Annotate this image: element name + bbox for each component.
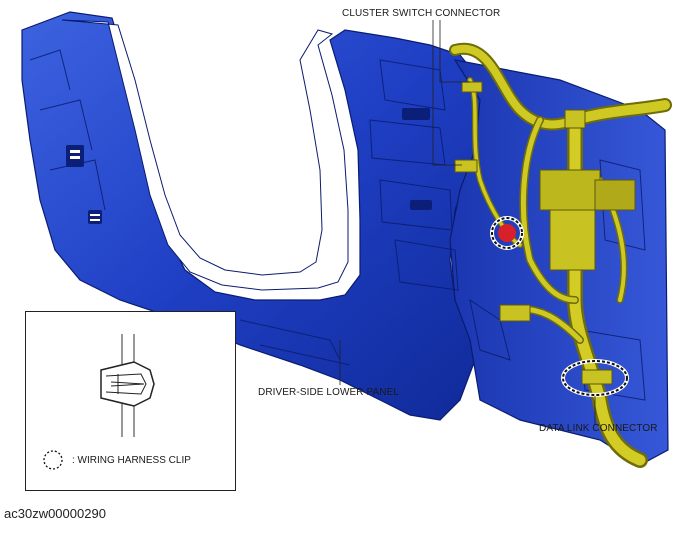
inset-legend-text: : WIRING HARNESS CLIP (72, 455, 191, 466)
clip-detail-inset (25, 311, 236, 491)
leader-lines (339, 20, 596, 425)
harness-blocks (454, 81, 636, 385)
clip-red (498, 224, 516, 242)
figure-code: ac30zw00000290 (4, 506, 106, 521)
clip-ring (491, 217, 523, 249)
label-cluster-switch-connector: CLUSTER SWITCH CONNECTOR (342, 8, 501, 19)
label-data-link-connector: DATA LINK CONNECTOR (539, 423, 658, 434)
panel-ridges (29, 49, 646, 401)
legend-clip-icon (43, 450, 63, 470)
dlc-ring (562, 360, 628, 396)
panel-slots (70, 150, 100, 221)
panel-opening (61, 19, 349, 291)
clip-detail-illustration (43, 334, 155, 470)
label-driver-side-lower-panel: DRIVER-SIDE LOWER PANEL (258, 387, 400, 398)
